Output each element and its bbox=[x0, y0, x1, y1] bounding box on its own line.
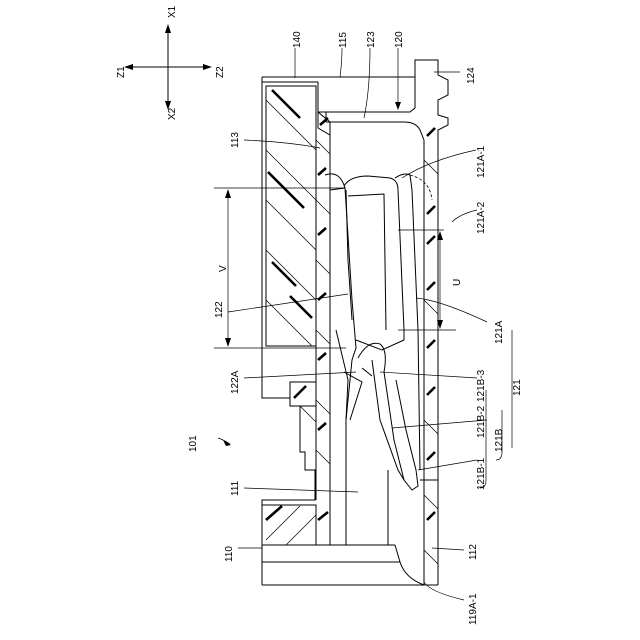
label-101: 101 bbox=[188, 435, 199, 452]
axis-z1-label: Z1 bbox=[116, 66, 127, 78]
label-121A-2: 121A-2 bbox=[476, 201, 487, 234]
label-113: 113 bbox=[230, 132, 241, 148]
label-123: 123 bbox=[366, 31, 377, 48]
label-119A-1: 119A-1 bbox=[468, 593, 479, 625]
label-112: 112 bbox=[468, 544, 479, 560]
label-121B-3: 121B-3 bbox=[476, 369, 487, 402]
axis-z2-label: Z2 bbox=[215, 66, 226, 78]
label-120: 120 bbox=[394, 31, 405, 48]
housing-outline bbox=[262, 60, 448, 585]
label-122: 122 bbox=[214, 301, 225, 318]
terminal-121B bbox=[344, 343, 418, 490]
label-121B-1: 121B-1 bbox=[476, 457, 487, 490]
label-121A: 121A bbox=[494, 320, 505, 344]
axis-x2-label: X2 bbox=[167, 107, 178, 120]
label-122A: 122A bbox=[230, 370, 241, 394]
axis-x1-label: X1 bbox=[167, 5, 178, 18]
dim-u-label: U bbox=[452, 279, 463, 286]
label-121A-1: 121A-1 bbox=[476, 145, 487, 178]
dim-v-label: V bbox=[218, 265, 229, 272]
label-115: 115 bbox=[338, 32, 349, 48]
hatched-right-wall bbox=[424, 128, 438, 564]
label-140: 140 bbox=[292, 31, 303, 48]
label-121: 121 bbox=[512, 379, 523, 396]
hatched-block-140 bbox=[266, 86, 316, 346]
label-110: 110 bbox=[224, 546, 235, 562]
label-121B-2: 121B-2 bbox=[476, 405, 487, 438]
dimension-u: U bbox=[398, 231, 463, 330]
reference-labels: 140 115 123 120 124 113 121A-1 121A-2 12… bbox=[188, 31, 523, 625]
hatched-lower-blocks bbox=[262, 382, 328, 545]
label-111: 111 bbox=[230, 480, 241, 496]
direction-indicator: X1 X2 Z1 Z2 bbox=[116, 5, 226, 120]
hatched-wall-113 bbox=[316, 112, 330, 464]
dimension-v: V bbox=[214, 188, 346, 348]
label-124: 124 bbox=[466, 67, 477, 84]
terminal-121A bbox=[344, 174, 444, 470]
label-121B: 121B bbox=[494, 428, 505, 452]
